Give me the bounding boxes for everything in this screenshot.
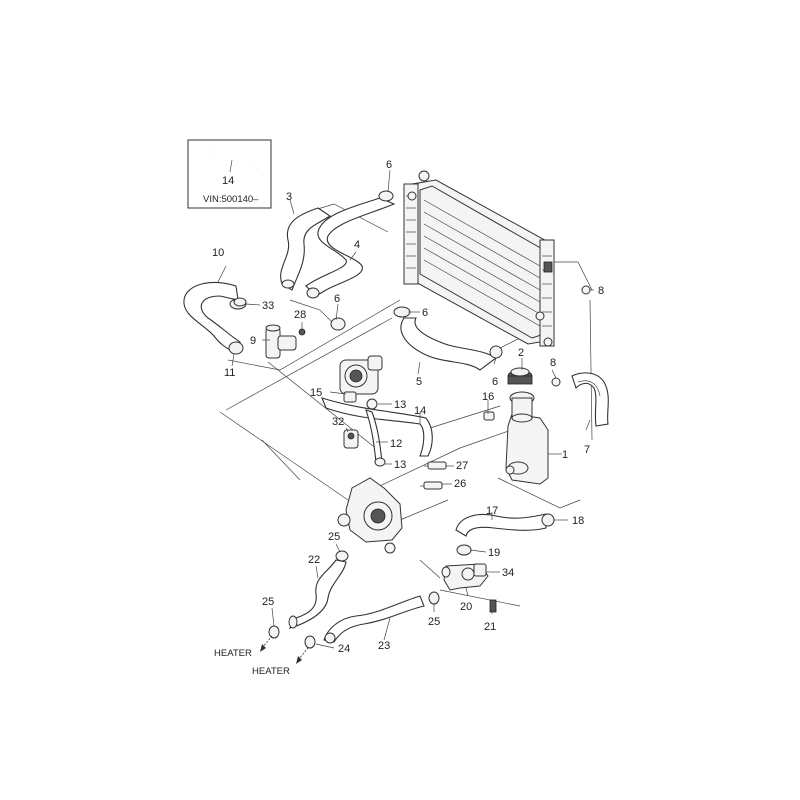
callout-17: 17 [486, 505, 498, 517]
callout-14: 14 [414, 405, 426, 417]
fitting-32 [343, 429, 359, 449]
callout-27: 27 [456, 460, 468, 472]
clamp-33 [233, 297, 247, 307]
thermostat-housing-20 [441, 563, 489, 591]
hose-17 [455, 513, 547, 537]
callout-24: 24 [338, 643, 350, 655]
callout-16: 16 [482, 391, 494, 403]
inset-part-number: 14 [222, 175, 234, 187]
callout-19: 19 [488, 547, 500, 559]
callout-13-top: 13 [394, 399, 406, 411]
callout-labels: 1 2 3 4 5 6 6 6 6 7 8 8 9 10 11 12 13 13… [212, 159, 604, 655]
radiator [403, 170, 555, 347]
callout-2: 2 [518, 347, 524, 359]
callout-26: 26 [454, 478, 466, 490]
callout-12: 12 [390, 438, 402, 450]
heater-label-upper: HEATER [214, 648, 252, 659]
callout-6-middle: 6 [422, 307, 428, 319]
callout-25-left: 25 [262, 596, 274, 608]
callout-34: 34 [502, 567, 514, 579]
hose-23 [323, 595, 425, 644]
water-pump-housing [337, 477, 403, 554]
hose-14 [321, 397, 433, 457]
callout-23: 23 [378, 640, 390, 652]
callout-22: 22 [308, 554, 320, 566]
callout-28: 28 [294, 309, 306, 321]
callout-9: 9 [250, 335, 256, 347]
callout-33: 33 [262, 300, 274, 312]
callout-13-bottom: 13 [394, 459, 406, 471]
hose-7 [571, 372, 609, 427]
callout-8-bottom: 8 [550, 357, 556, 369]
callout-32: 32 [332, 416, 344, 428]
callout-4: 4 [354, 239, 360, 251]
heater-labels: HEATER HEATER [214, 648, 290, 677]
heater-label-lower: HEATER [252, 666, 290, 677]
hose-10 [183, 281, 241, 353]
callout-15: 15 [310, 387, 322, 399]
callout-8-top: 8 [598, 285, 604, 297]
sensor-26 [420, 481, 443, 490]
bolt-21 [489, 599, 497, 613]
callout-20: 20 [460, 601, 472, 613]
hose-22 [288, 559, 347, 629]
heater-arrows [260, 635, 309, 664]
callout-6-left: 6 [334, 293, 340, 305]
inset-vin-label: VIN:500140– [203, 194, 259, 205]
callout-5: 5 [416, 376, 422, 388]
callout-18: 18 [572, 515, 584, 527]
surge-tank [505, 391, 549, 485]
pressure-cap-2 [507, 367, 533, 385]
callout-1: 1 [562, 449, 568, 461]
callout-25-right: 25 [428, 616, 440, 628]
fitting-9 [265, 324, 306, 359]
callout-10: 10 [212, 247, 224, 259]
sensor-27 [424, 461, 447, 470]
callout-7: 7 [584, 444, 590, 456]
leader-lines [217, 169, 594, 649]
throttle-body-15 [339, 355, 383, 403]
hose-3 [280, 207, 331, 291]
callout-6-top: 6 [386, 159, 392, 171]
hose-4 [305, 197, 396, 299]
inset-box: 14 VIN:500140– [187, 139, 272, 209]
callout-25-top: 25 [328, 531, 340, 543]
callout-21: 21 [484, 621, 496, 633]
hose-5 [400, 317, 497, 371]
bolt-16 [483, 411, 495, 421]
callout-3: 3 [286, 191, 292, 203]
callout-6-right: 6 [492, 376, 498, 388]
callout-11: 11 [224, 367, 235, 379]
